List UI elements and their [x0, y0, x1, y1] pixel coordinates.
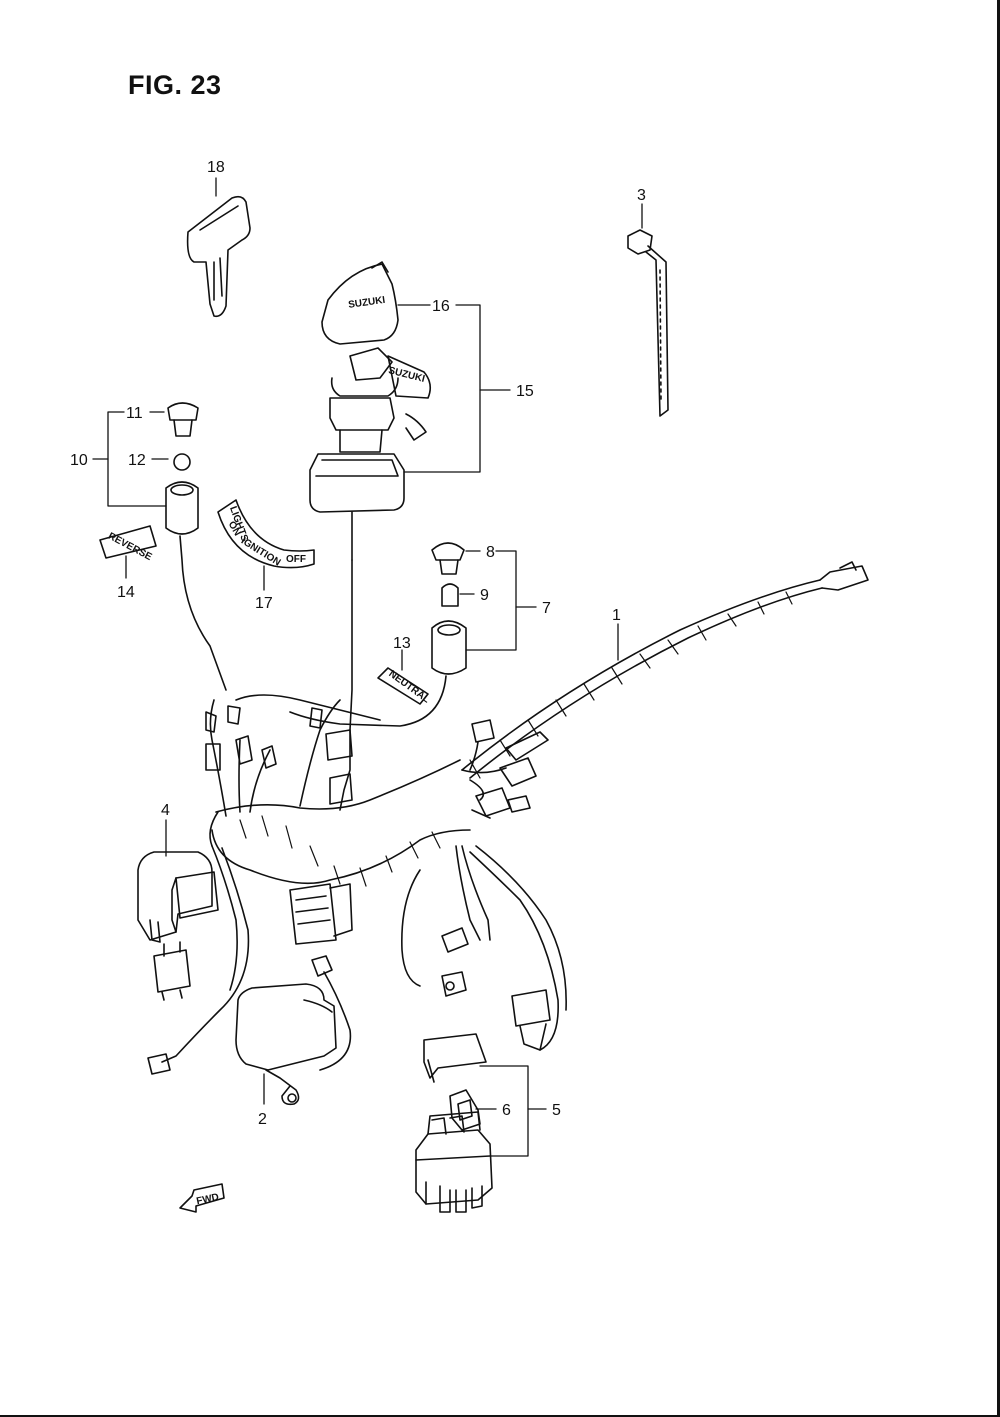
- callout-14: 14: [117, 584, 135, 601]
- forward-direction-arrow: FWD: [179, 1183, 225, 1213]
- callout-2: 2: [258, 1111, 267, 1128]
- ignition-switch-part: SUZUKI: [309, 347, 432, 561]
- ignition-cap-part: SUZUKI: [321, 261, 399, 345]
- relay-part: [137, 851, 219, 1001]
- callout-15: 15: [516, 383, 534, 400]
- callout-11: 11: [126, 405, 143, 422]
- callout-12: 12: [128, 452, 146, 469]
- ignition-key-part: [186, 195, 251, 318]
- callout-6: 6: [502, 1102, 511, 1119]
- callout-3: 3: [637, 187, 646, 204]
- neutral-plate-part: NEUTRAL: [377, 667, 432, 705]
- regulator-part: [235, 955, 352, 1106]
- callout-1: 1: [612, 607, 621, 624]
- reverse-plate-part: REVERSE: [99, 525, 157, 563]
- figure-title: FIG. 23: [128, 70, 222, 100]
- reverse-plate-lettering: REVERSE: [106, 531, 154, 563]
- callout-10: 10: [70, 452, 88, 469]
- page-border-bottom: [0, 1415, 1000, 1417]
- cap-brand-lettering: SUZUKI: [348, 295, 387, 311]
- cable-tie-part: [627, 229, 669, 417]
- fwd-lettering: FWD: [195, 1192, 220, 1207]
- callout-18: 18: [207, 159, 225, 176]
- callout-8: 8: [486, 544, 495, 561]
- neutral-indicator-lamp-part: [289, 542, 467, 727]
- callout-13: 13: [393, 635, 411, 652]
- callout-7: 7: [542, 600, 551, 617]
- wiring-harness-part: [147, 559, 869, 1075]
- ignition-plate-part: OFF IGNITION ON LIGHTS: [217, 499, 315, 568]
- fuse-part: [449, 1089, 481, 1131]
- callout-4: 4: [161, 802, 170, 819]
- callout-16: 16: [432, 298, 450, 315]
- plate-off-lettering: OFF: [286, 554, 306, 565]
- page-border-right: [997, 0, 1000, 1417]
- callout-numbers: 18 3 16 15 11 12 10 14 17 8 9 7 13 1 4 2…: [70, 159, 646, 1128]
- callout-leader-lines: [92, 177, 643, 1157]
- callout-9: 9: [480, 587, 489, 604]
- callout-17: 17: [255, 595, 273, 612]
- starter-relay-part: [415, 1033, 493, 1213]
- reverse-indicator-lamp-part: [165, 402, 227, 691]
- callout-5: 5: [552, 1102, 561, 1119]
